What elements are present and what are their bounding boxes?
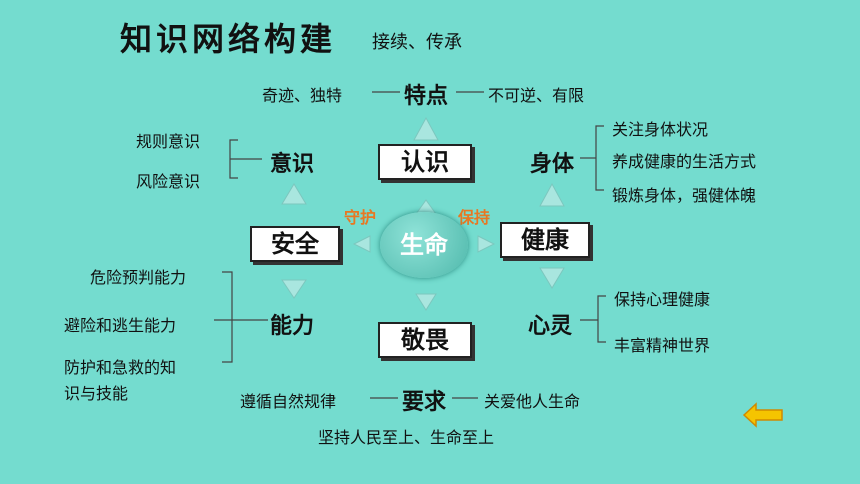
left-arrow-icon	[742, 402, 783, 428]
require-right-text: 关爱他人生命	[484, 392, 581, 411]
require-node: 要求	[402, 390, 447, 415]
recognize-box: 认识	[378, 144, 472, 180]
arrow-down-to-mind	[539, 267, 565, 289]
mind-item-2: 丰富精神世界	[614, 336, 711, 355]
back-button[interactable]	[742, 402, 784, 428]
verb-keep: 保持	[458, 208, 491, 227]
awareness-node: 意识	[270, 152, 315, 177]
page-subtitle: 接续、传承	[372, 32, 462, 53]
awareness-item-rules: 规则意识	[136, 132, 201, 151]
arrow-up-to-body	[539, 182, 565, 207]
ability-item-3a: 防护和急救的知	[64, 358, 177, 377]
body-item-2: 养成健康的生活方式	[612, 152, 757, 171]
require-left-text: 遵循自然规律	[240, 392, 337, 411]
page-title: 知识网络构建	[120, 20, 337, 58]
arrow-down-to-ability	[281, 279, 307, 299]
arrow-up-to-trait	[413, 116, 439, 141]
ability-item-2: 避险和逃生能力	[64, 316, 177, 335]
awe-box: 敬畏	[378, 322, 472, 358]
mind-node: 心灵	[528, 314, 573, 339]
trait-node: 特点	[404, 84, 449, 109]
body-item-1: 关注身体状况	[612, 120, 709, 139]
arrow-down-to-awe	[415, 293, 437, 311]
arrow-up-to-awareness	[281, 183, 307, 205]
trait-left-text: 奇迹、独特	[262, 86, 343, 105]
require-bottom-text: 坚持人民至上、生命至上	[318, 428, 495, 447]
mind-item-1: 保持心理健康	[614, 290, 711, 309]
life-center-circle: 生命	[380, 212, 468, 278]
body-item-3: 锻炼身体，强健体魄	[612, 186, 757, 205]
ability-item-3b: 识与技能	[64, 384, 129, 403]
body-node: 身体	[530, 152, 575, 177]
health-box: 健康	[500, 222, 590, 258]
ability-node: 能力	[270, 314, 315, 339]
safety-box: 安全	[250, 226, 340, 262]
verb-guard: 守护	[344, 208, 377, 227]
trait-right-text: 不可逆、有限	[488, 86, 585, 105]
arrow-left-to-safety	[352, 235, 371, 253]
awareness-item-risk: 风险意识	[136, 172, 201, 191]
arrow-right-to-health	[477, 235, 496, 253]
ability-item-1: 危险预判能力	[90, 268, 187, 287]
